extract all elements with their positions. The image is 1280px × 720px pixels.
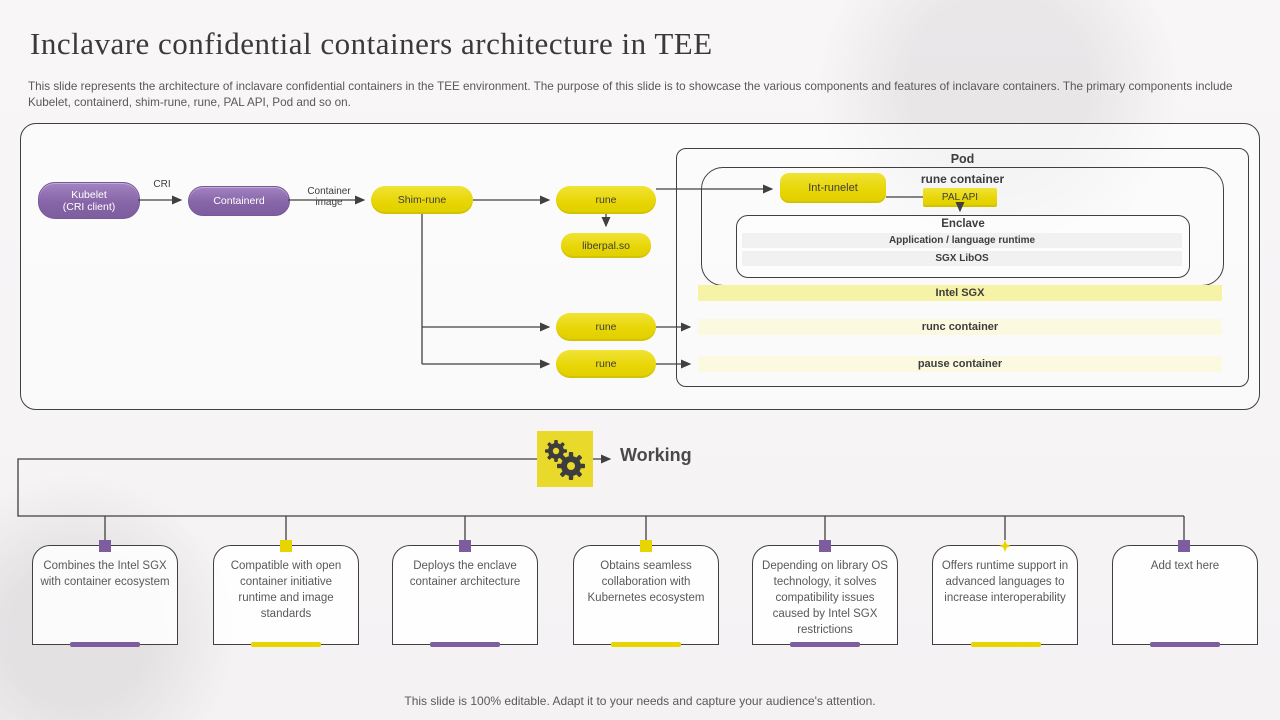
feature-card-4[interactable]: Obtains seamless collaboration with Kube… bbox=[573, 545, 719, 645]
sgx-libos-band: SGX LibOS bbox=[742, 251, 1182, 266]
gears-icon bbox=[545, 440, 585, 480]
pal-api-label: PAL API bbox=[941, 192, 979, 203]
working-distribution-line bbox=[17, 458, 1184, 517]
feature-card-2[interactable]: Compatible with open container initiativ… bbox=[213, 545, 359, 645]
feature-text: Depending on library OS technology, it s… bbox=[762, 560, 888, 636]
kubelet-label-line1: Kubelet bbox=[71, 188, 107, 201]
feature-card-3[interactable]: Deploys the enclave container architectu… bbox=[392, 545, 538, 645]
feature-text: Compatible with open container initiativ… bbox=[230, 560, 342, 620]
node-rune-2[interactable]: rune bbox=[556, 313, 656, 341]
feature-text: Offers runtime support in advanced langu… bbox=[941, 560, 1069, 604]
feature-underline-7 bbox=[1150, 642, 1220, 647]
feature-underline-5 bbox=[790, 642, 860, 647]
feature-tick-2 bbox=[280, 540, 292, 552]
shim-rune-label: Shim-rune bbox=[397, 194, 447, 206]
feature-text: Deploys the enclave container architectu… bbox=[409, 560, 521, 588]
rune-container-label: rune container bbox=[920, 172, 1005, 186]
feature-tick-1 bbox=[99, 540, 111, 552]
application-runtime-label: Application / language runtime bbox=[888, 235, 1036, 246]
footer-note: This slide is 100% editable. Adapt it to… bbox=[404, 694, 876, 708]
feature-card-6[interactable]: Offers runtime support in advanced langu… bbox=[932, 545, 1078, 645]
feature-text: Combines the Intel SGX with container ec… bbox=[40, 560, 170, 588]
node-shim-rune[interactable]: Shim-rune bbox=[371, 186, 473, 214]
feature-underline-4 bbox=[611, 642, 681, 647]
runc-container-band: runc container bbox=[698, 319, 1222, 335]
rune-3-label: rune bbox=[595, 358, 617, 370]
kubelet-label-line2: (CRI client) bbox=[62, 200, 116, 213]
node-rune-3[interactable]: rune bbox=[556, 350, 656, 378]
containerd-label: Containerd bbox=[213, 195, 265, 207]
feature-tick-4 bbox=[640, 540, 652, 552]
sgx-libos-label: SGX LibOS bbox=[935, 253, 989, 264]
feature-text: Obtains seamless collaboration with Kube… bbox=[587, 560, 705, 604]
feature-card-5[interactable]: Depending on library OS technology, it s… bbox=[752, 545, 898, 645]
feature-card-1[interactable]: Combines the Intel SGX with container ec… bbox=[32, 545, 178, 645]
node-pal-api[interactable]: PAL API bbox=[923, 188, 997, 207]
container-image-arrow-label: Container image bbox=[299, 186, 359, 208]
pod-box: Pod bbox=[676, 148, 1249, 387]
enclave-label: Enclave bbox=[941, 218, 985, 230]
feature-tick-3 bbox=[459, 540, 471, 552]
working-icon-box bbox=[537, 431, 593, 487]
intel-sgx-band: Intel SGX bbox=[698, 285, 1222, 301]
feature-tick-5 bbox=[819, 540, 831, 552]
node-containerd[interactable]: Containerd bbox=[188, 186, 290, 216]
feature-card-7[interactable]: Add text here bbox=[1112, 545, 1258, 645]
feature-tick-7 bbox=[1178, 540, 1190, 552]
container-image-line2: image bbox=[315, 197, 343, 208]
container-image-line1: Container bbox=[307, 186, 351, 197]
feature-underline-1 bbox=[70, 642, 140, 647]
feature-underline-2 bbox=[251, 642, 321, 647]
feature-underline-6 bbox=[971, 642, 1041, 647]
feature-text: Add text here bbox=[1150, 560, 1220, 572]
cri-arrow-label: CRI bbox=[153, 179, 171, 190]
int-runelet-label: Int-runelet bbox=[808, 182, 858, 194]
application-runtime-band: Application / language runtime bbox=[742, 233, 1182, 248]
intel-sgx-label: Intel SGX bbox=[935, 287, 985, 299]
rune-1-label: rune bbox=[595, 194, 617, 206]
pause-container-label: pause container bbox=[917, 358, 1003, 370]
pod-title: Pod bbox=[950, 152, 975, 166]
node-int-runelet[interactable]: Int-runelet bbox=[780, 173, 886, 203]
node-kubelet[interactable]: Kubelet (CRI client) bbox=[38, 182, 140, 219]
node-rune-1[interactable]: rune bbox=[556, 186, 656, 214]
liberpal-so-label: liberpal.so bbox=[582, 239, 630, 252]
feature-underline-3 bbox=[430, 642, 500, 647]
page-title: Inclavare confidential containers archit… bbox=[30, 26, 713, 61]
runc-container-label: runc container bbox=[921, 321, 999, 333]
slide-description: This slide represents the architecture o… bbox=[28, 80, 1233, 109]
pause-container-band: pause container bbox=[698, 356, 1222, 372]
rune-2-label: rune bbox=[595, 321, 617, 333]
working-label: Working bbox=[620, 445, 692, 465]
node-liberpal-so[interactable]: liberpal.so bbox=[561, 233, 651, 258]
